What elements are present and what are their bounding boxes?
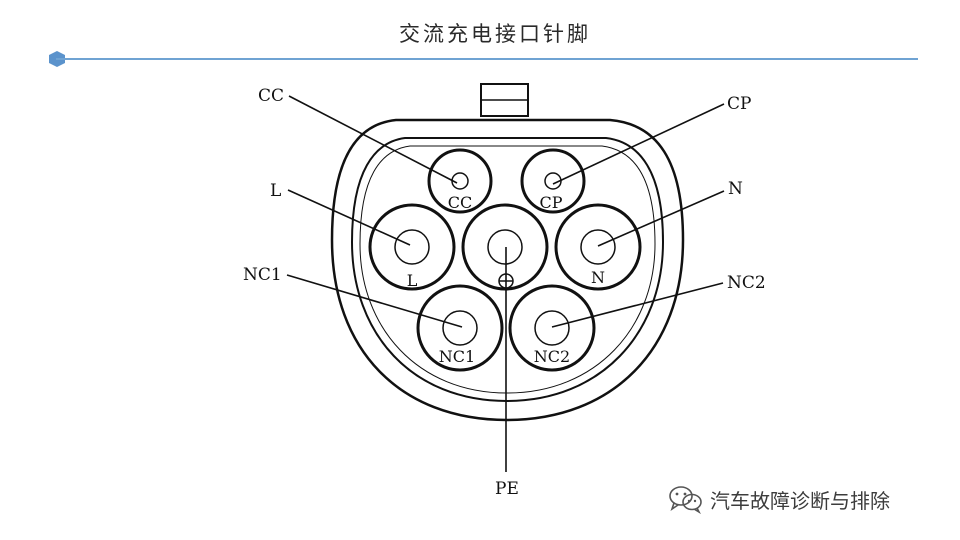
pin-pe-housing (461, 203, 549, 291)
label-cp: CP (727, 94, 751, 114)
pin-nc1-contact (442, 310, 478, 346)
pin-cp-housing (520, 148, 586, 214)
pin-label-nc2: NC2 (534, 347, 570, 366)
page-title: 交流充电接口针脚 (399, 22, 591, 46)
label-nc1: NC1 (243, 265, 282, 285)
watermark-text: 汽车故障诊断与排除 (710, 488, 890, 513)
pin-l-contact (394, 229, 430, 265)
pin-nc2-contact (534, 310, 570, 346)
pin-label-cp: CP (539, 193, 562, 212)
leader-cc (288, 95, 458, 184)
label-n: N (728, 179, 743, 199)
label-pe: PE (495, 479, 519, 499)
watermark: 汽车故障诊断与排除 (668, 484, 890, 514)
pin-l-housing (368, 203, 456, 291)
pin-label-n: N (591, 268, 605, 287)
label-cc: CC (258, 86, 284, 106)
pin-n-housing (554, 203, 642, 291)
pin-pe-contact (487, 229, 523, 265)
leader-cp (552, 103, 725, 185)
pin-n-contact (580, 229, 616, 265)
pin-nc1-housing (416, 284, 504, 372)
title-divider (56, 58, 918, 60)
pin-label-nc1: NC1 (439, 347, 475, 366)
connector-housing-outer (330, 118, 685, 422)
leader-n (597, 190, 725, 247)
pin-nc2-housing (508, 284, 596, 372)
pin-cc-housing (427, 148, 493, 214)
pin-label-l: L (407, 271, 418, 290)
connector-housing-inner (350, 137, 665, 403)
pin-label-cc: CC (448, 193, 472, 212)
leader-l (287, 189, 411, 246)
connector-housing-inner-thin (359, 145, 656, 394)
wechat-icon (669, 486, 702, 514)
leader-nc2 (551, 282, 724, 328)
label-l: L (270, 181, 281, 201)
label-nc2: NC2 (727, 273, 766, 293)
leader-nc1 (286, 274, 463, 328)
